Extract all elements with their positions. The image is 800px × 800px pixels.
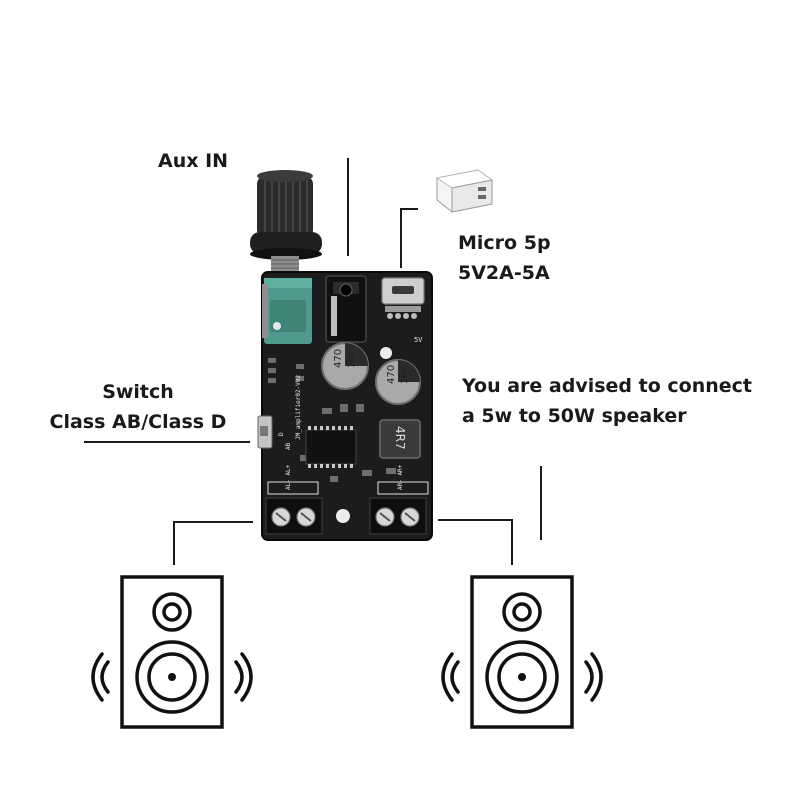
right-speaker-wire — [438, 519, 513, 565]
left-speaker-icon — [91, 575, 253, 729]
capacitor-left-value: 470 — [333, 349, 344, 368]
speaker-advice-label: You are advised to connect a 5w to 50W s… — [462, 371, 752, 431]
advice-line-2: a 5w to 50W speaker — [462, 405, 687, 427]
amplifier-chip — [305, 426, 357, 468]
switch-label-ab: AB — [285, 442, 292, 450]
capacitor-left: 470 16V — [321, 342, 369, 390]
switch-label: Switch Class AB/Class D — [38, 377, 238, 437]
micro-usb-label: Micro 5p 5V2A-5A — [458, 228, 551, 288]
micro-usb-port: 5V — [381, 277, 425, 344]
usb-5v-label: 5V — [414, 336, 423, 344]
inductor-value: 4R7 — [393, 426, 407, 450]
capacitor-right-value: 470 — [386, 365, 397, 384]
capacitor-right-voltage: 16V — [400, 366, 410, 384]
left-terminal-label: AL- AL+ — [285, 464, 292, 490]
aux-audio-jack — [325, 275, 367, 343]
power-spec-text: 5V2A-5A — [458, 262, 550, 284]
capacitor-right: 470 16V — [375, 359, 421, 405]
switch-label-d: D — [278, 432, 285, 436]
micro-usb-leader-line — [400, 208, 418, 268]
board-model-label: JM_amplifier02-V02 — [295, 375, 302, 440]
advice-line-1: You are advised to connect — [462, 375, 752, 397]
usb-charger-icon — [435, 169, 494, 213]
right-speaker-icon — [441, 575, 603, 729]
inductor: 4R7 — [379, 419, 421, 459]
micro-usb-text: Micro 5p — [458, 232, 551, 254]
capacitor-left-voltage: 16V — [347, 350, 357, 368]
right-speaker-terminal: AR- AR+ — [369, 464, 427, 535]
left-speaker-terminal: AL- AL+ — [265, 464, 323, 535]
left-speaker-wire — [173, 521, 253, 565]
class-switch: D AB — [257, 415, 292, 450]
smd-components — [268, 358, 396, 482]
aux-in-label: Aux IN — [158, 146, 228, 176]
amplifier-board: 5V 470 16V 470 16V — [257, 271, 433, 541]
switch-title-text: Switch — [102, 381, 174, 403]
switch-mode-text: Class AB/Class D — [49, 411, 227, 433]
sound-wave-icon — [100, 660, 110, 694]
volume-knob — [250, 170, 322, 260]
aux-in-text: Aux IN — [158, 150, 229, 172]
potentiometer — [262, 278, 312, 344]
right-terminal-label: AR- AR+ — [397, 464, 404, 490]
